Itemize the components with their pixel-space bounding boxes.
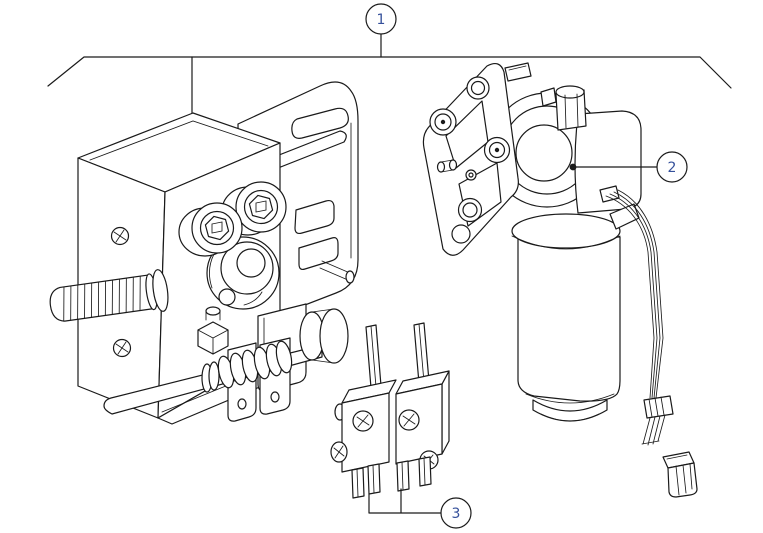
wire-sleeve [643,395,674,419]
motor-body [574,110,642,214]
terminal-prong [367,463,381,495]
cam-opening [206,236,280,310]
connector-cap [662,451,698,498]
callout-2-anchor-dot [569,163,577,171]
hex-socket-bolt-lower [191,202,243,254]
hex-socket-bolt-upper [235,181,287,233]
callout-3-number: 3 [452,506,461,522]
compression-spring [201,340,293,393]
callout-2-number: 2 [668,160,677,176]
plate-boss-upper [294,199,335,235]
stud [465,169,477,181]
plate-boss-lower [298,237,339,271]
terminal-prong [351,467,365,499]
callout-2-group: 2 [569,151,688,183]
callout-3-group: 3 [368,488,472,529]
pivot-pin [436,159,458,173]
callout-1-bubble [365,3,397,35]
bolt-hole [457,197,483,223]
roller-knob [299,308,349,364]
terminal-prong [396,460,410,492]
brush-cap [540,85,587,131]
callout-2-bubble [656,151,688,183]
bolt-hole [466,76,490,100]
bolt-hole [483,136,511,164]
callout-1-group: 1 [47,3,732,132]
pump-bottom-rings [525,393,615,422]
phillips-screw [330,441,348,463]
plate-top-tab [504,62,532,82]
phillips-screw [112,338,132,358]
hex-fitting [197,306,229,355]
callout-1-number: 1 [377,12,386,28]
pump-flange [511,213,621,249]
phillips-screw [398,409,420,431]
plate-slot [291,107,349,139]
micro-switch [395,370,450,492]
governor-assembly [49,81,359,425]
micro-switch [330,379,397,499]
wire-clip [599,185,620,203]
wire-ends [641,414,666,446]
phillips-screw [110,226,130,246]
assembly-bracket-line [47,56,732,89]
plate-pin [319,260,351,281]
callout-3-leader [368,488,442,514]
callout-3-bubble [440,497,472,529]
phillips-screw [352,410,374,432]
motor-pump-assembly: 2 [422,62,698,498]
wire-harness [599,185,674,446]
terminal-prong [418,456,432,487]
bolt-hole [429,108,457,136]
plate-hole [451,224,471,244]
threaded-stud [49,269,169,322]
pump-canister [517,236,621,402]
micro-switches: 3 [330,322,472,529]
